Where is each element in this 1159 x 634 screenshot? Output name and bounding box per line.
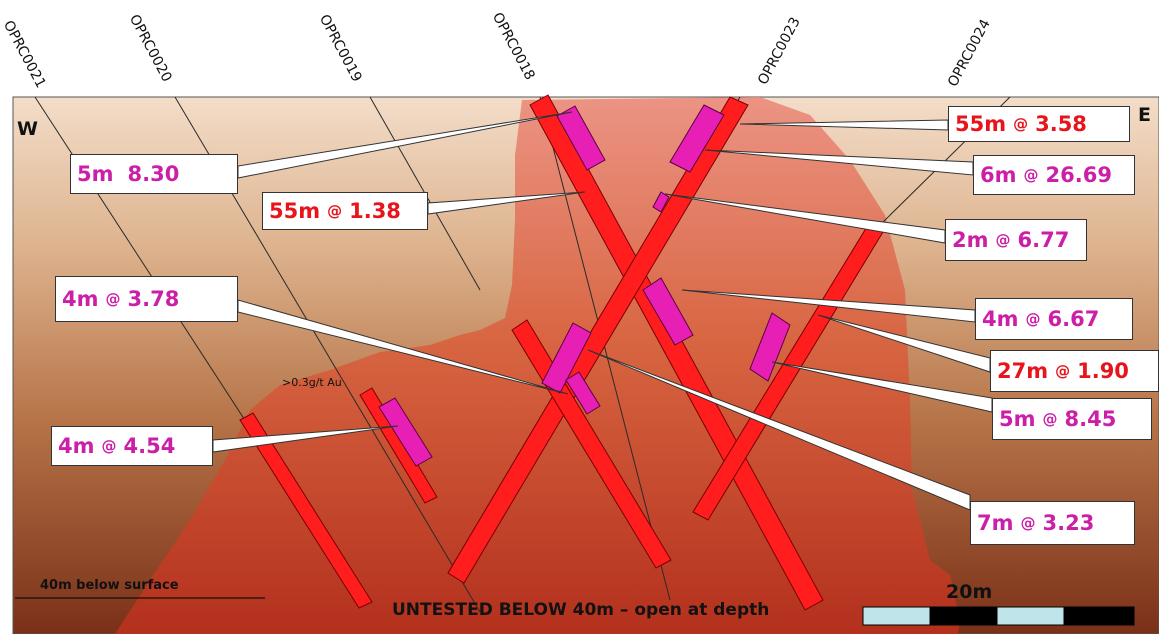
- pod-4m-378: [541, 322, 592, 394]
- intercept-box-4m-454: 4m@4.54: [51, 426, 213, 466]
- intercept-box-6m-2669: 6m@26.69: [973, 155, 1135, 195]
- intercept-box-55m-138: 55m@1.38: [262, 192, 428, 230]
- east-label: E: [1138, 104, 1151, 126]
- intercept-box-4m-378: 4m@3.78: [55, 276, 238, 322]
- high-grade-pods: [378, 104, 791, 467]
- intercept-bar-oprc0020: [359, 387, 438, 504]
- intercept-box-5m-845: 5m@8.45: [992, 398, 1152, 440]
- pod-6m-2669: [669, 104, 725, 173]
- leader-4m-378: [237, 299, 569, 395]
- intercept-bar-oprc0021: [239, 412, 373, 609]
- pod-4m-454: [378, 397, 433, 467]
- pod-3m-low: [565, 371, 601, 415]
- leader-4m-454: [212, 425, 399, 453]
- untested-label: UNTESTED BELOW 40m – open at depth: [392, 600, 770, 620]
- intercept-box-55m-358: 55m@3.58: [948, 106, 1130, 142]
- drill-trace-oprc0018: [539, 96, 671, 601]
- pod-5m-845: [749, 312, 791, 382]
- intercept-box-4m-667: 4m@6.67: [975, 298, 1133, 340]
- intercept-box-27m-190: 27m@1.90: [990, 350, 1159, 392]
- pod-5m-830: [556, 105, 606, 171]
- scale-label: 20m: [946, 581, 993, 603]
- scale-bar: [862, 606, 1135, 626]
- depth-label: 40m below surface: [40, 578, 179, 593]
- pod-4m-667: [642, 277, 694, 346]
- threshold-label: >0.3g/t Au: [282, 376, 342, 389]
- intercept-box-2m-677: 2m@6.77: [945, 219, 1087, 261]
- intercept-bar-oprc0023: [447, 96, 749, 584]
- pod-2m-677: [652, 191, 670, 213]
- leader-55m-138: [427, 191, 586, 215]
- intercept-bar-oprc0018: [529, 94, 824, 611]
- west-label: W: [17, 118, 38, 140]
- intercept-box-7m-323: 7m@3.23: [970, 501, 1135, 545]
- leader-5m-830: [237, 111, 573, 179]
